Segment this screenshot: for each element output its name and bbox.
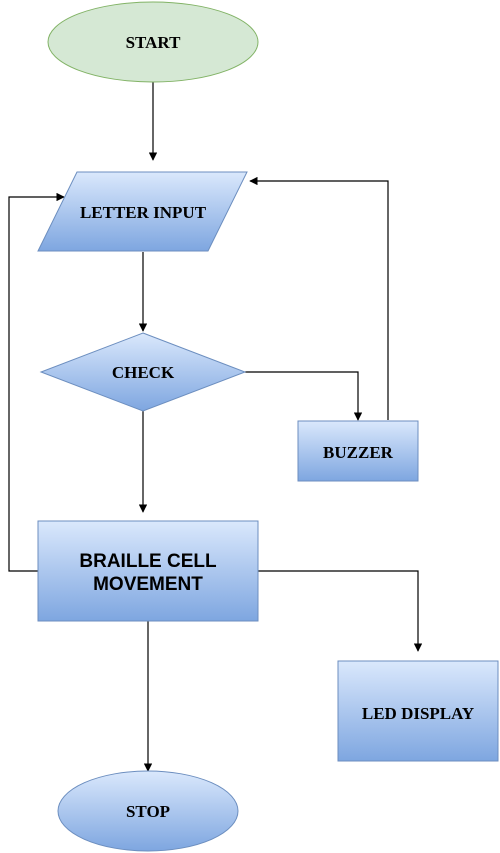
braille-cell-box xyxy=(37,520,259,622)
stop-ellipse xyxy=(57,770,239,852)
edge-check-to-buzzer xyxy=(245,371,363,421)
check-diamond xyxy=(39,332,247,412)
letter-input-parallelogram xyxy=(37,171,248,252)
letter-input-label: LETTER INPUT xyxy=(80,203,207,222)
led-display-box xyxy=(337,660,499,762)
braille-cell-label-line1: BRAILLE CELL xyxy=(79,551,217,572)
buzzer-box xyxy=(297,420,419,482)
edges xyxy=(8,82,423,772)
stop-label: STOP xyxy=(126,802,170,821)
start-label: START xyxy=(126,33,181,52)
buzzer-node: BUZZER xyxy=(297,420,419,482)
braille-cell-node: BRAILLE CELL MOVEMENT xyxy=(37,520,259,622)
led-display-node: LED DISPLAY xyxy=(337,660,499,762)
stop-node: STOP xyxy=(57,770,239,852)
check-node: CHECK xyxy=(39,332,247,412)
led-display-label: LED DISPLAY xyxy=(362,704,474,723)
buzzer-label: BUZZER xyxy=(323,443,394,462)
edge-buzzer-to-letter-input xyxy=(249,176,389,420)
start-node: START xyxy=(47,1,259,83)
braille-cell-label-line2: MOVEMENT xyxy=(93,574,203,595)
edge-braille-cell-to-led-display xyxy=(258,570,423,652)
edge-braille-cell-to-letter-input xyxy=(8,192,65,572)
start-ellipse xyxy=(47,1,259,83)
check-label: CHECK xyxy=(112,363,175,382)
letter-input-node: LETTER INPUT xyxy=(37,171,248,252)
